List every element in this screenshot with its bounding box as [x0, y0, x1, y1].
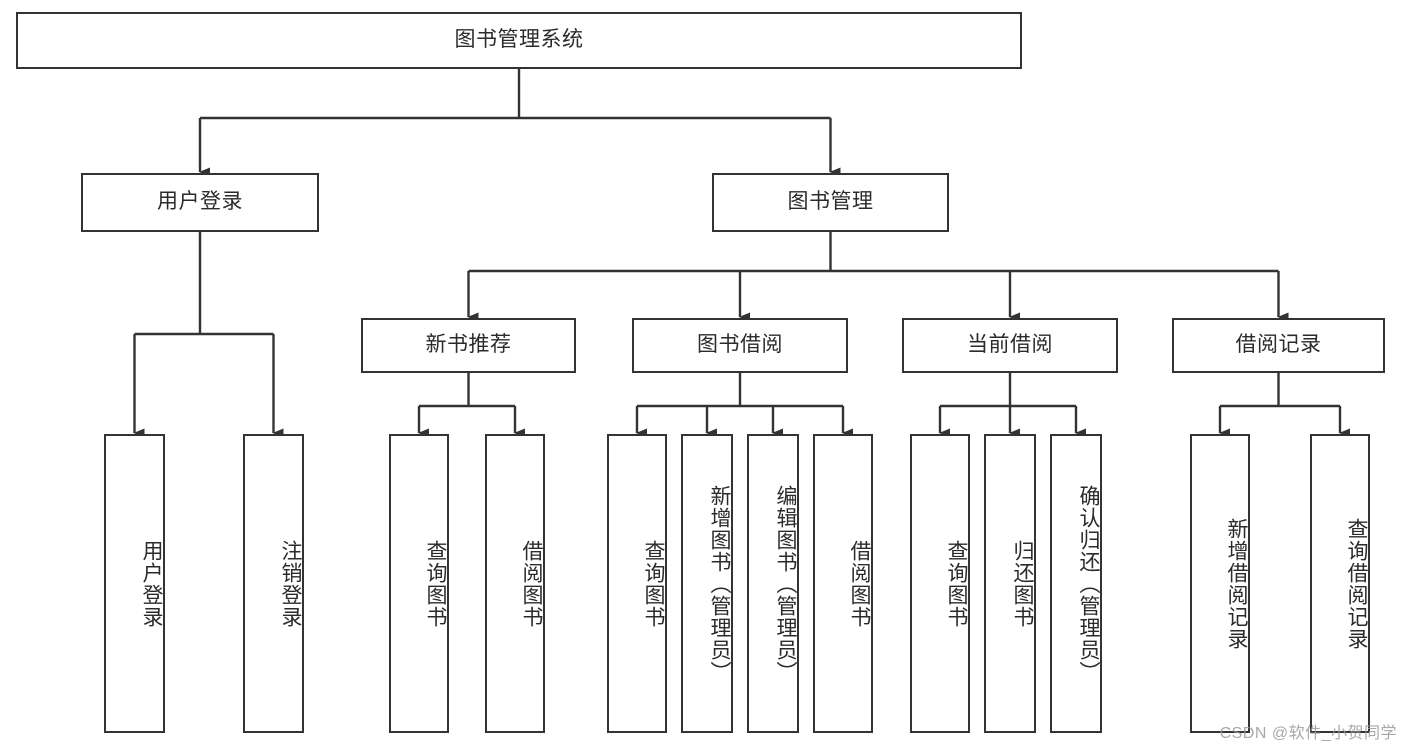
node-label-new-book-rec: 新书推荐 — [425, 333, 512, 357]
node-label-leaf-confirm-return: 确认归还（管理员） — [1077, 484, 1100, 683]
node-label-leaf-query-record: 查询借阅记录 — [1345, 517, 1368, 650]
node-label-leaf-query-book-1: 查询图书 — [424, 539, 447, 628]
node-book-borrow[interactable]: 图书借阅 — [632, 318, 848, 373]
node-label-leaf-add-record: 新增借阅记录 — [1225, 517, 1248, 650]
node-leaf-borrow-book-1[interactable]: 借阅图书 — [485, 434, 545, 733]
node-current-borrow[interactable]: 当前借阅 — [902, 318, 1118, 373]
node-label-leaf-edit-book: 编辑图书（管理员） — [774, 484, 797, 683]
watermark-text: CSDN @软件_小贺同学 — [1219, 725, 1397, 742]
node-root[interactable]: 图书管理系统 — [16, 12, 1022, 69]
node-leaf-logout[interactable]: 注销登录 — [243, 434, 304, 733]
node-label-leaf-return-book: 归还图书 — [1011, 539, 1034, 628]
node-book-manage[interactable]: 图书管理 — [712, 173, 949, 232]
node-label-leaf-borrow-book-2: 借阅图书 — [848, 539, 871, 628]
node-label-leaf-user-login: 用户登录 — [140, 539, 163, 628]
node-label-leaf-query-book-3: 查询图书 — [945, 539, 968, 628]
node-label-leaf-logout: 注销登录 — [279, 539, 302, 628]
node-leaf-query-record[interactable]: 查询借阅记录 — [1310, 434, 1370, 733]
node-label-current-borrow: 当前借阅 — [967, 333, 1053, 357]
node-leaf-add-book[interactable]: 新增图书（管理员） — [681, 434, 733, 733]
node-leaf-add-record[interactable]: 新增借阅记录 — [1190, 434, 1250, 733]
node-label-leaf-query-book-2: 查询图书 — [642, 539, 665, 628]
node-leaf-query-book-1[interactable]: 查询图书 — [389, 434, 449, 733]
node-user-login[interactable]: 用户登录 — [81, 173, 319, 232]
node-label-leaf-borrow-book-1: 借阅图书 — [520, 539, 543, 628]
node-leaf-query-book-2[interactable]: 查询图书 — [607, 434, 667, 733]
node-label-borrow-record: 借阅记录 — [1235, 333, 1322, 357]
node-new-book-rec[interactable]: 新书推荐 — [361, 318, 576, 373]
node-leaf-user-login[interactable]: 用户登录 — [104, 434, 165, 733]
node-label-user-login: 用户登录 — [157, 190, 243, 214]
node-leaf-confirm-return[interactable]: 确认归还（管理员） — [1050, 434, 1102, 733]
node-leaf-edit-book[interactable]: 编辑图书（管理员） — [747, 434, 799, 733]
node-label-leaf-add-book: 新增图书（管理员） — [708, 484, 731, 683]
node-leaf-return-book[interactable]: 归还图书 — [984, 434, 1036, 733]
node-leaf-borrow-book-2[interactable]: 借阅图书 — [813, 434, 873, 733]
node-label-book-borrow: 图书借阅 — [697, 333, 783, 357]
node-leaf-query-book-3[interactable]: 查询图书 — [910, 434, 970, 733]
node-label-root: 图书管理系统 — [454, 28, 584, 52]
node-label-book-manage: 图书管理 — [787, 190, 874, 214]
connector-lines — [133, 69, 1350, 438]
node-borrow-record[interactable]: 借阅记录 — [1172, 318, 1385, 373]
